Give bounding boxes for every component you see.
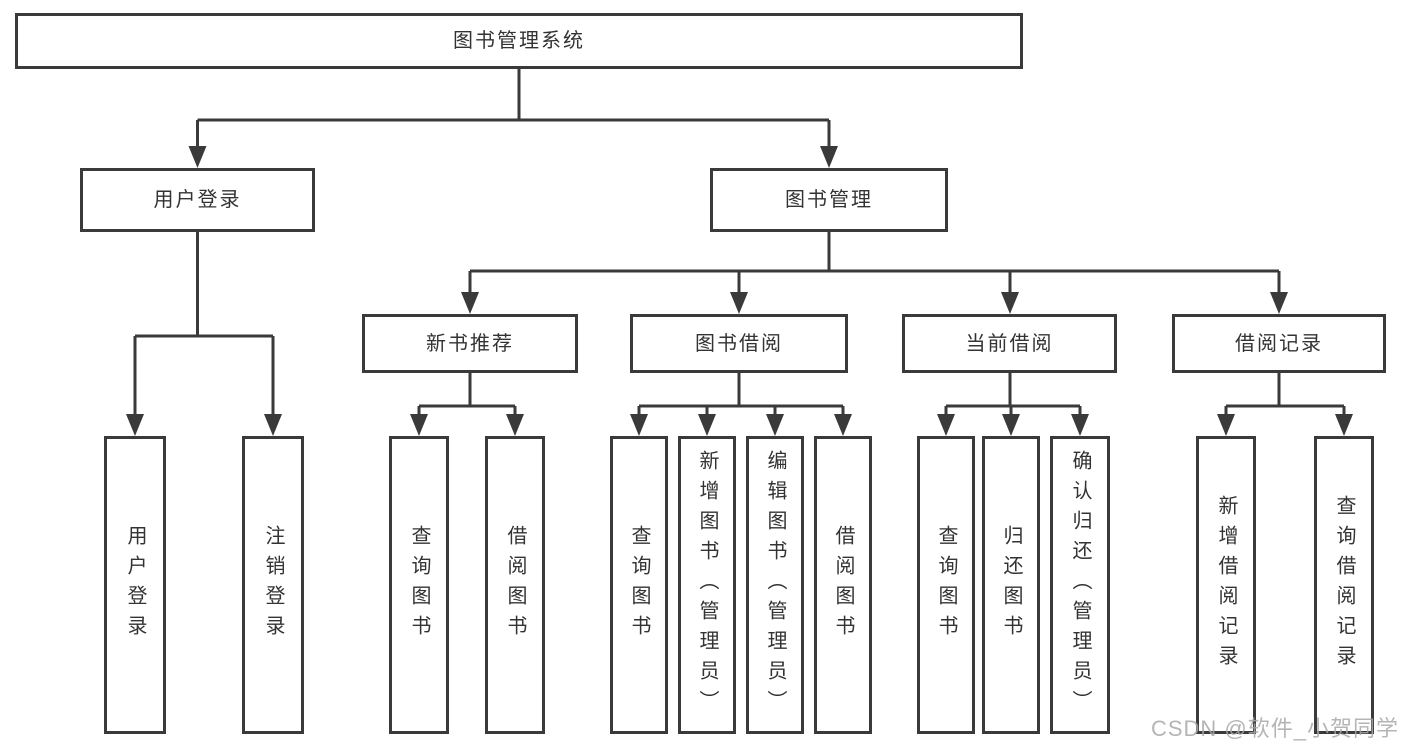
leaf-user-login: 用户登录: [104, 436, 166, 734]
node-book-management-label: 图书管理: [785, 189, 873, 211]
node-book-management: 图书管理: [710, 168, 948, 232]
node-book-borrow-label: 图书借阅: [695, 332, 783, 355]
node-user-login-label: 用户登录: [153, 189, 242, 211]
watermark: CSDN @软件_小贺同学: [1150, 716, 1399, 741]
leaf-logout: 注销登录: [242, 436, 304, 734]
node-current-borrow: 当前借阅: [902, 314, 1117, 373]
leaf-recommend-query-book-label: 查询图书: [408, 525, 430, 645]
leaf-current-query-book-label: 查询图书: [935, 525, 957, 645]
leaf-borrow-borrow-book-label: 借阅图书: [832, 525, 854, 645]
leaf-current-confirm-return-admin: 确认归还（管理员）: [1050, 436, 1110, 734]
leaf-current-return-book: 归还图书: [982, 436, 1040, 734]
node-borrow-records: 借阅记录: [1172, 314, 1386, 373]
node-new-book-recommend: 新书推荐: [362, 314, 578, 373]
leaf-borrow-add-book-admin: 新增图书（管理员）: [678, 436, 736, 734]
node-borrow-records-label: 借阅记录: [1235, 332, 1323, 355]
leaf-records-add-record: 新增借阅记录: [1196, 436, 1256, 734]
arrowhead-icons: [126, 146, 1353, 436]
node-root: 图书管理系统: [15, 13, 1023, 69]
node-book-borrow: 图书借阅: [630, 314, 848, 373]
node-new-book-recommend-label: 新书推荐: [426, 332, 514, 355]
node-root-label: 图书管理系统: [453, 30, 585, 52]
leaf-user-login-label: 用户登录: [124, 525, 146, 645]
leaf-recommend-borrow-book: 借阅图书: [485, 436, 545, 734]
leaf-current-confirm-return-admin-label: 确认归还（管理员）: [1069, 450, 1091, 720]
leaf-borrow-edit-book-admin: 编辑图书（管理员）: [746, 436, 804, 734]
node-user-login: 用户登录: [80, 168, 315, 232]
leaf-records-add-record-label: 新增借阅记录: [1215, 495, 1237, 675]
leaf-recommend-borrow-book-label: 借阅图书: [504, 525, 526, 645]
leaf-records-query-record: 查询借阅记录: [1314, 436, 1374, 734]
leaf-recommend-query-book: 查询图书: [389, 436, 449, 734]
leaf-borrow-query-book: 查询图书: [610, 436, 668, 734]
leaf-borrow-edit-book-admin-label: 编辑图书（管理员）: [764, 450, 786, 720]
node-current-borrow-label: 当前借阅: [965, 332, 1054, 355]
leaf-current-return-book-label: 归还图书: [1000, 525, 1022, 645]
leaf-current-query-book: 查询图书: [917, 436, 975, 734]
leaf-records-query-record-label: 查询借阅记录: [1333, 495, 1355, 675]
leaf-borrow-borrow-book: 借阅图书: [814, 436, 872, 734]
leaf-logout-label: 注销登录: [262, 525, 284, 645]
leaf-borrow-add-book-admin-label: 新增图书（管理员）: [696, 450, 718, 720]
leaf-borrow-query-book-label: 查询图书: [628, 525, 650, 645]
